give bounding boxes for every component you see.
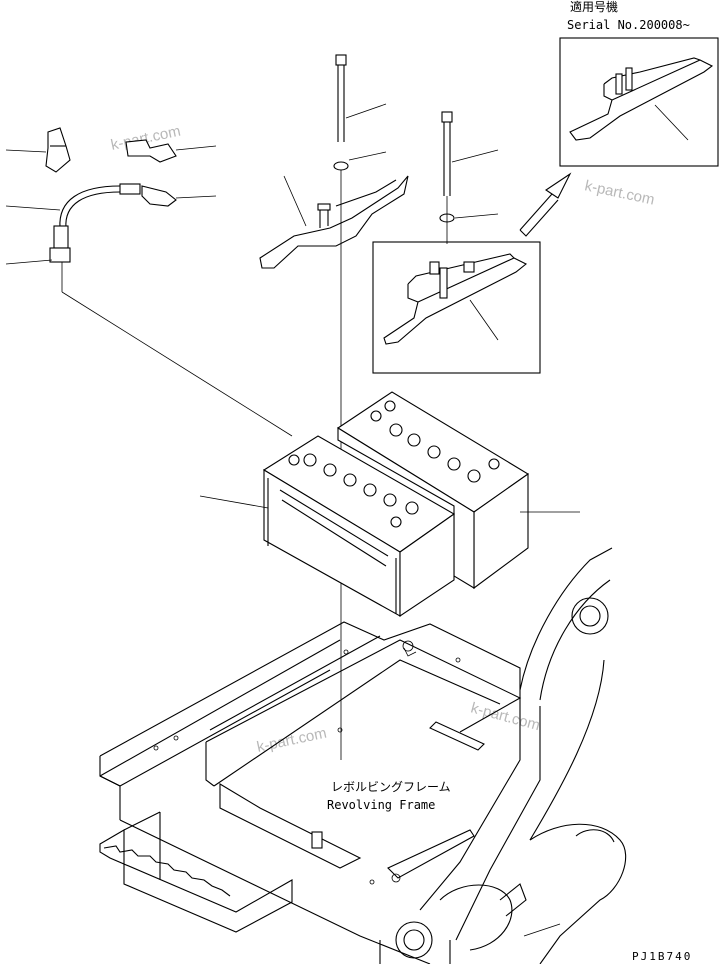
watermark-2: k-part.com bbox=[583, 177, 656, 208]
battery-cable-assembly bbox=[5, 127, 293, 437]
watermark-3: k-part.com bbox=[469, 699, 542, 734]
drawing-code: PJ1B740 bbox=[632, 950, 692, 963]
bolt-right bbox=[439, 111, 499, 244]
bracket-detail-box bbox=[372, 241, 541, 374]
frame-label-en: Revolving Frame bbox=[327, 798, 435, 812]
bolt-left bbox=[333, 54, 387, 171]
arrow-to-inset bbox=[519, 172, 572, 237]
battery-front bbox=[199, 435, 456, 618]
frame-label-jp: レボルビングフレーム bbox=[331, 780, 451, 794]
inset-bracket-new bbox=[559, 37, 719, 167]
battery-rear bbox=[336, 391, 580, 590]
applicable-serial-label: 適用号機 bbox=[570, 0, 618, 14]
revolving-frame bbox=[99, 547, 627, 965]
serial-number-label: Serial No.200008~ bbox=[567, 18, 690, 32]
